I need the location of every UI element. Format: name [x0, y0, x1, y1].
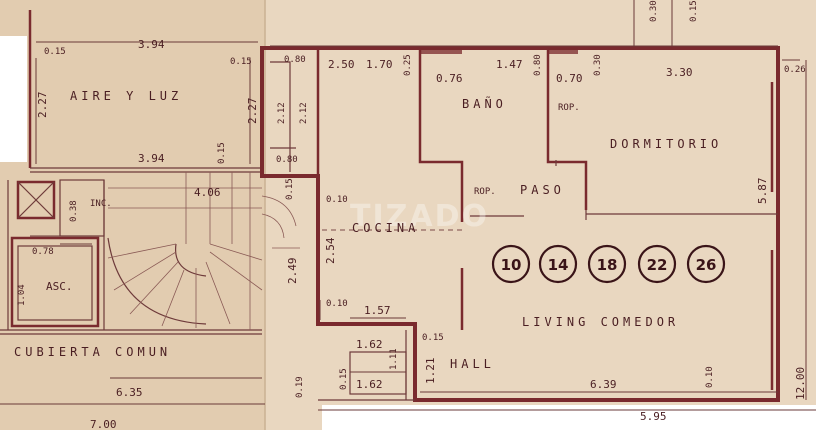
dim-label: 2.54 [324, 237, 337, 264]
dim-label: 0.38 [69, 200, 79, 222]
dim-label: 0.80 [284, 55, 306, 65]
dim-label: 0.10 [326, 195, 348, 205]
unit-numbers: 10 14 18 22 26 [491, 244, 726, 284]
unit-number: 26 [696, 256, 717, 274]
dim-label: 2.50 [328, 58, 355, 71]
dim-label: 0.30 [593, 54, 603, 76]
dim-label: 1.57 [364, 304, 391, 317]
dim-label: 5.95 [640, 410, 667, 423]
dim-label: 6.35 [116, 386, 143, 399]
dim-label: 0.78 [32, 247, 54, 257]
unit-number: 14 [548, 256, 569, 274]
room-label-cubierta: CUBIERTA COMUN [14, 345, 171, 359]
dim-label: 0.19 [295, 376, 305, 398]
room-label-hall: HALL [450, 357, 495, 371]
dim-label: 0.15 [422, 333, 444, 343]
dim-label: 0.76 [436, 72, 463, 85]
dim-label: 0.15 [44, 47, 66, 57]
dim-label: 1.21 [424, 358, 437, 385]
dim-label: 0.10 [705, 366, 715, 388]
dim-label: 12.00 [794, 367, 807, 400]
room-label-asc: ASC. [46, 280, 73, 293]
dim-label: 1.62 [356, 378, 383, 391]
unit-circle: 18 [587, 244, 627, 284]
watermark-text: TIZADO [350, 199, 489, 234]
dim-label: 0.15 [217, 142, 227, 164]
room-label-dormitorio: DORMITORIO [610, 137, 722, 151]
dim-label: 1.11 [389, 348, 399, 370]
dim-label: 2.12 [277, 102, 287, 124]
dim-label: 3.94 [138, 152, 165, 165]
unit-circle: 22 [637, 244, 677, 284]
dim-label: 0.26 [784, 65, 806, 75]
dim-label: 0.15 [230, 57, 252, 67]
dimension-labels: 0.15 3.94 2.27 3.94 0.15 0.15 2.27 0.80 … [17, 0, 807, 430]
dimension-lines [0, 0, 816, 411]
dim-label: 1.04 [17, 284, 27, 306]
dim-label: 0.80 [533, 54, 543, 76]
unit-circle: 14 [538, 244, 578, 284]
room-label-inc: INC. [90, 199, 112, 209]
dim-label: 0.30 [649, 0, 659, 22]
dim-label: 0.80 [276, 155, 298, 165]
dim-label: 3.94 [138, 38, 165, 51]
room-label-living: LIVING COMEDOR [522, 315, 679, 329]
dim-label: 2.27 [246, 98, 259, 125]
dim-label: 2.27 [36, 92, 49, 119]
dim-label: 0.70 [556, 72, 583, 85]
dim-label: 2.12 [299, 102, 309, 124]
staircase [107, 172, 300, 330]
dim-label: 0.15 [689, 0, 699, 22]
unit-number: 10 [501, 256, 522, 274]
dim-label: 7.00 [90, 418, 117, 430]
paper-left-sheet [0, 0, 265, 430]
room-labels: AIRE Y LUZ BAÑO DORMITORIO COCINA PASO L… [14, 89, 722, 371]
dim-label: 1.62 [356, 338, 383, 351]
room-label-bano: BAÑO [462, 96, 507, 111]
dim-label: 2.49 [286, 258, 299, 285]
unit-circle: 26 [686, 244, 726, 284]
dim-label: 0.15 [285, 178, 295, 200]
dim-label: 6.39 [590, 378, 617, 391]
dim-label: 4.06 [194, 186, 221, 199]
room-label-paso: PASO [520, 183, 565, 197]
dim-label: 1.47 [496, 58, 523, 71]
unit-number: 22 [647, 256, 668, 274]
room-label-cocina: COCINA [352, 221, 419, 235]
unit-number: 18 [597, 256, 618, 274]
room-label-rop-1: ROP. [474, 187, 496, 197]
dim-label: 0.15 [339, 368, 349, 390]
room-label-aire-luz: AIRE Y LUZ [70, 89, 182, 103]
dim-label: 1.70 [366, 58, 393, 71]
dim-label: 0.25 [403, 54, 413, 76]
dim-label: 0.10 [326, 299, 348, 309]
redaction-block-bottom [322, 405, 816, 430]
room-label-rop-2: ROP. [558, 103, 580, 113]
apartment-walls [260, 46, 780, 402]
dim-label: 3.30 [666, 66, 693, 79]
dim-label: 5.87 [756, 178, 769, 205]
unit-circle: 10 [491, 244, 531, 284]
redaction-block-left [0, 36, 27, 162]
